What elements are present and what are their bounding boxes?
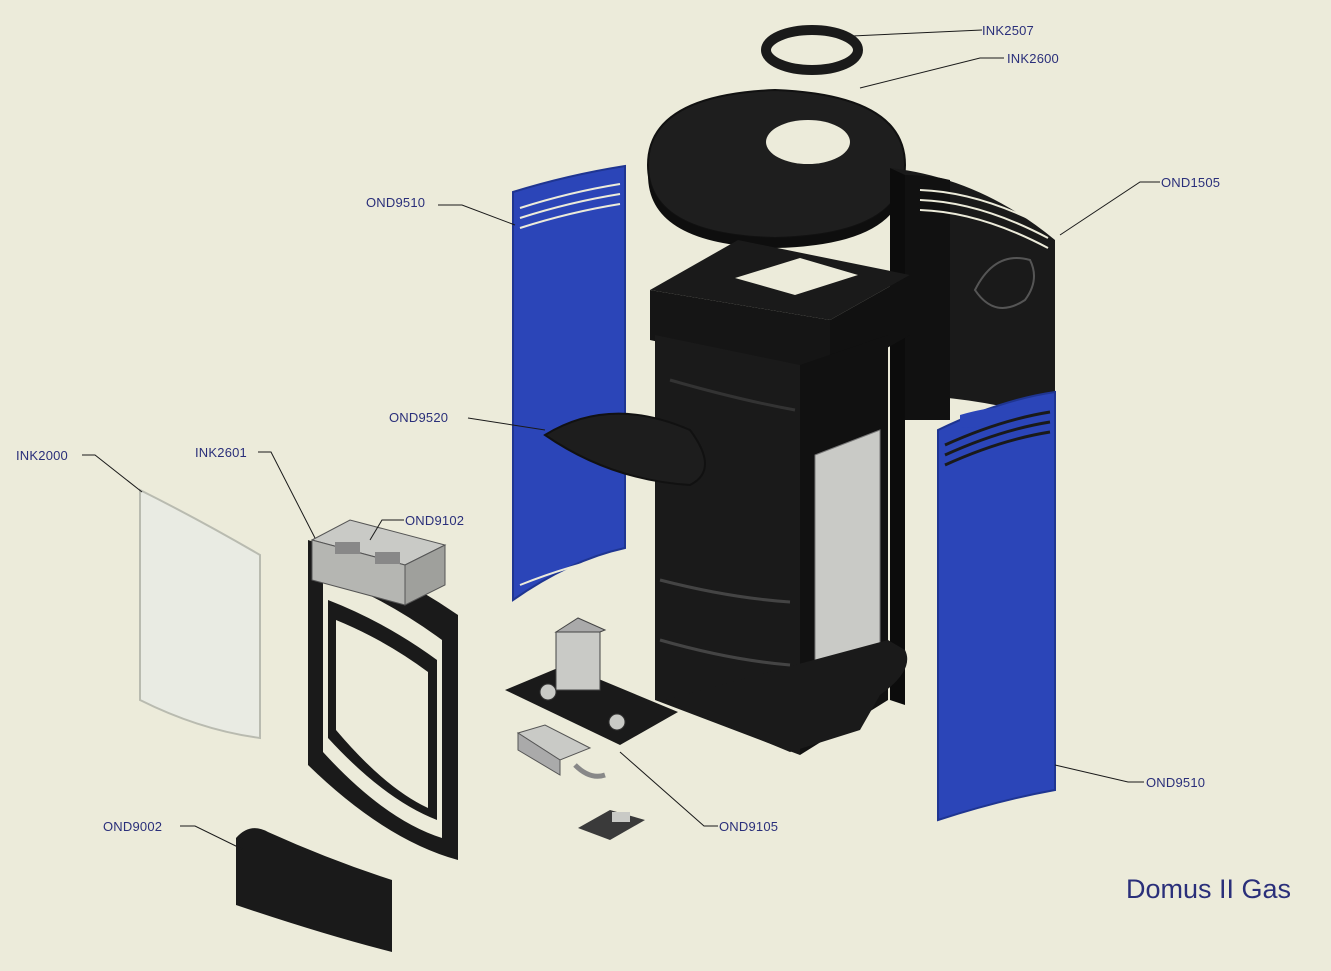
diagram-title: Domus II Gas: [1126, 874, 1292, 904]
callout-ink2601: INK2601: [195, 445, 247, 460]
callout-ond9002: OND9002: [103, 819, 162, 834]
part-left-side-panel: [512, 164, 626, 602]
part-lower-front-panel: [236, 828, 392, 952]
part-door-glass: [139, 488, 261, 740]
part-right-side-panel: [937, 390, 1056, 822]
callout-ond9510-bottom: OND9510: [1146, 775, 1205, 790]
callout-ond9520: OND9520: [389, 410, 448, 425]
part-top-ring: [761, 25, 863, 75]
part-gas-valve-assembly: [505, 617, 678, 840]
part-top-plate: [646, 88, 907, 248]
callout-ink2507: INK2507: [982, 23, 1034, 38]
callout-ond1505: OND1505: [1161, 175, 1220, 190]
part-door-frame: [308, 540, 458, 860]
callout-ond9105: OND9105: [719, 819, 778, 834]
callout-ink2600: INK2600: [1007, 51, 1059, 66]
leader-lines: [82, 29, 1160, 851]
callout-ink2000: INK2000: [16, 448, 68, 463]
part-central-body: [650, 240, 910, 755]
callout-ond9510-top: OND9510: [366, 195, 425, 210]
part-burner-tray: [310, 519, 447, 606]
callout-ond9102: OND9102: [405, 513, 464, 528]
part-back-shell: [890, 168, 1055, 705]
part-baffle-plate: [543, 412, 706, 487]
